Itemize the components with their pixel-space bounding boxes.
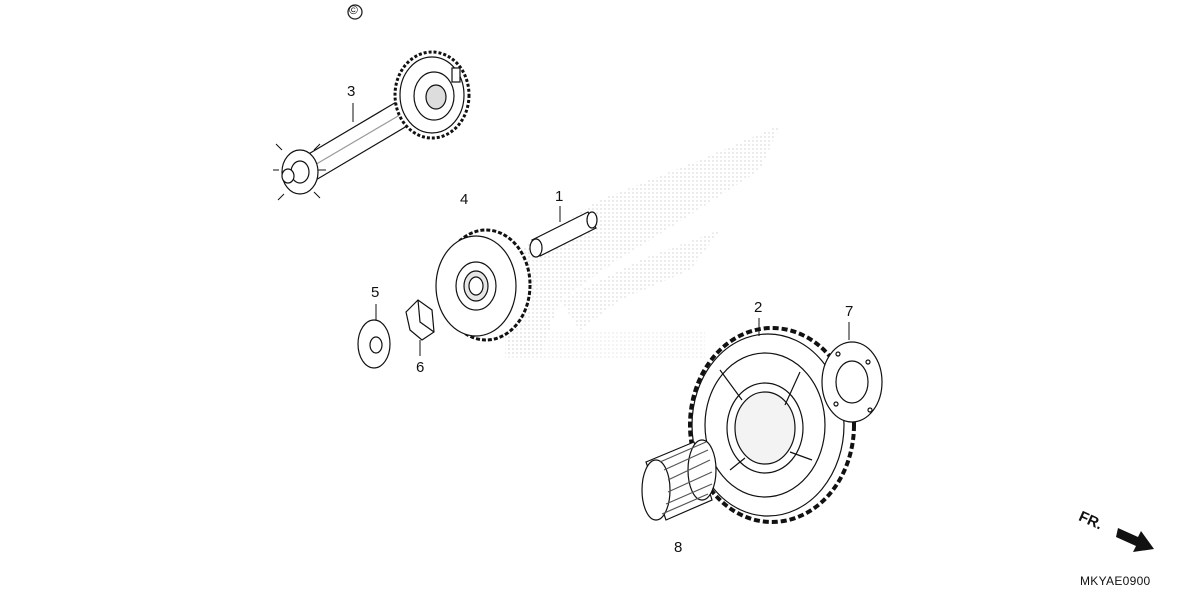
front-direction-arrow: [1116, 528, 1154, 552]
part-1-pin: [529, 211, 598, 258]
copyright-symbol: ©: [349, 3, 358, 17]
part-3-shaft: [273, 50, 471, 201]
part-6-pin: [405, 299, 435, 341]
callout-6: 6: [416, 359, 425, 376]
part-2-gear: [688, 326, 856, 524]
callout-8: 8: [674, 539, 683, 556]
copyright-mark: [347, 4, 363, 20]
drawing-code: MKYAE0900: [1080, 574, 1151, 588]
part-8-bearing: [641, 439, 717, 521]
part-4-gear: [435, 228, 532, 342]
part-5-washer: [357, 319, 391, 369]
callout-4: 4: [460, 191, 469, 208]
callout-7: 7: [845, 303, 854, 320]
watermark-logo: [505, 125, 780, 358]
callout-2: 2: [754, 299, 763, 316]
callout-3: 3: [347, 83, 356, 100]
callout-5: 5: [371, 284, 380, 301]
leader-lines: [352, 103, 850, 356]
callout-1: 1: [555, 188, 564, 205]
part-7-plate: [821, 341, 883, 423]
